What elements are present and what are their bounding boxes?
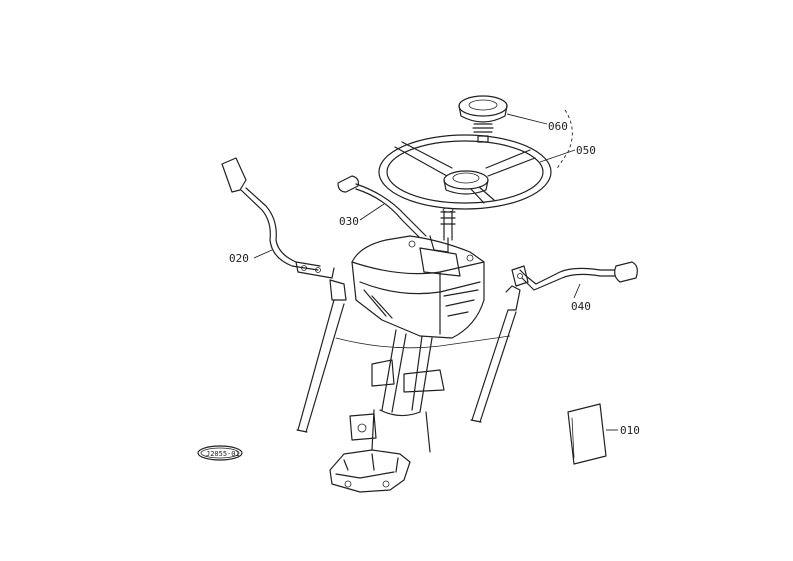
drawing-code-text: J2055-01	[206, 450, 240, 458]
callout-030: 030	[339, 215, 359, 228]
right-rod	[470, 285, 521, 423]
plate-010-part	[567, 403, 607, 465]
steering-column	[349, 329, 445, 453]
steering-wheel-part	[378, 134, 552, 210]
control-lever-020-part	[221, 157, 335, 279]
base-casting-part	[329, 449, 411, 493]
callout-020: 020	[229, 252, 249, 265]
control-lever-040-part	[511, 261, 638, 291]
callout-050: 050	[576, 144, 596, 157]
horn-cap-part	[458, 95, 508, 143]
callout-060: 060	[548, 120, 568, 133]
drawing-code-badge	[197, 445, 243, 461]
steering-housing-part	[351, 235, 485, 339]
control-lever-030-part	[337, 175, 427, 241]
callout-040: 040	[571, 300, 591, 313]
floor-outline	[335, 335, 511, 349]
steering-shaft	[440, 207, 456, 241]
left-rod	[296, 279, 347, 433]
callout-010: 010	[620, 424, 640, 437]
